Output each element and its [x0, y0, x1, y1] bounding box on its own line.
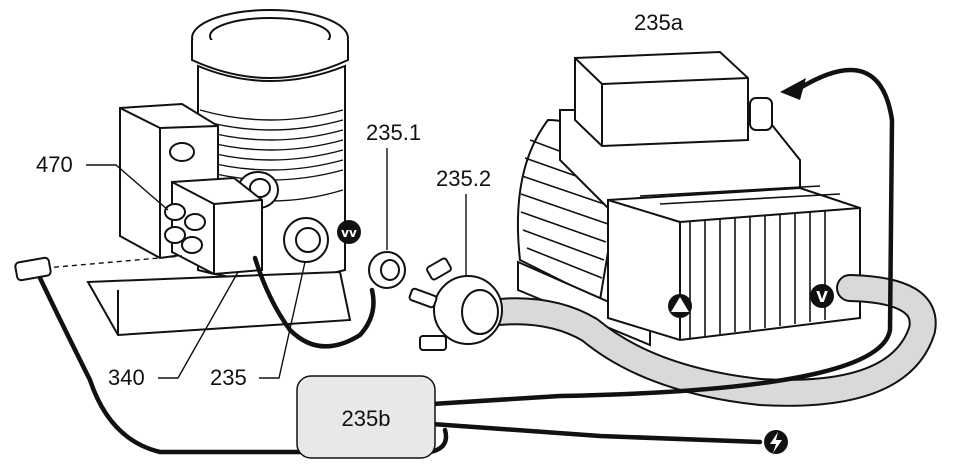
- cable-box-to-pump: [429, 67, 895, 407]
- box-label: 235b: [342, 406, 391, 431]
- pump-venting-symbol: V: [810, 284, 834, 308]
- turbo-vent-symbol: vv: [337, 220, 361, 244]
- cable-arrow-head: [780, 78, 806, 100]
- pump-inlet-symbol: [668, 294, 692, 318]
- turbo-leader: [86, 164, 169, 211]
- hose-fill: [448, 276, 935, 405]
- dashed-connection: [44, 255, 183, 269]
- pump-head: [607, 185, 861, 342]
- connector-leader: [158, 271, 239, 379]
- adapter-label: 235.1: [366, 120, 421, 145]
- pump-label: 235a: [634, 10, 684, 35]
- centering-ring-235-1: [368, 251, 406, 289]
- turbo-label: 470: [36, 152, 73, 177]
- turbo-base: [86, 270, 352, 337]
- cable-leader: [259, 261, 306, 379]
- clamp-label: 235.2: [436, 166, 491, 191]
- vacuum-hose: [446, 274, 937, 407]
- power-icon: [764, 430, 788, 454]
- cable-plug-to-box: [37, 275, 449, 455]
- cable-label: 235: [210, 365, 247, 390]
- connector-label: 340: [108, 365, 145, 390]
- control-box-235b: 235b: [296, 375, 436, 459]
- backing-pump: V: [516, 50, 861, 347]
- cable-power: [429, 421, 763, 445]
- turbo-vent-text: vv: [341, 226, 357, 240]
- cable-235: [252, 255, 376, 349]
- pump-base: [517, 260, 651, 347]
- turbo-pump: vv: [86, 9, 361, 337]
- connector-block: [164, 176, 263, 276]
- turbo-foreline-port: [283, 217, 329, 263]
- terminal-box: [574, 50, 773, 148]
- pump-venting-text: V: [816, 288, 828, 306]
- clamp-235-2: [408, 257, 503, 351]
- plug-connector: [14, 256, 52, 282]
